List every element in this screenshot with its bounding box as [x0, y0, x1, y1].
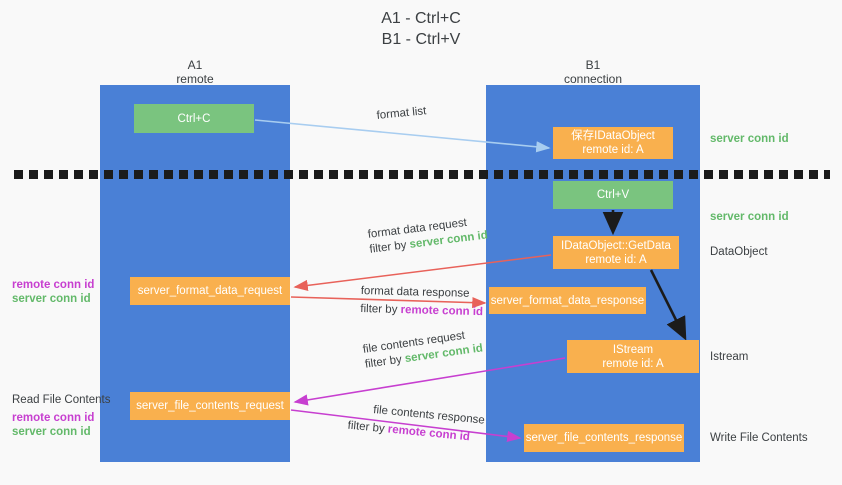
box-istream-line2: remote id: A [602, 357, 664, 370]
left-label-server-conn-id-2: server conn id [12, 426, 91, 438]
box-server-file-contents-response[interactable]: server_file_contents_response [524, 424, 684, 452]
title-line-1: A1 - Ctrl+C [381, 10, 461, 27]
box-istream-line1: IStream [612, 343, 654, 356]
right-label-server-conn-id-second: server conn id [710, 211, 789, 223]
box-idataobject-line2: remote id: A [582, 144, 644, 156]
box-fmt-req-label: server_format_data_request [137, 285, 283, 297]
box-getdata-line1: IDataObject::GetData [561, 239, 671, 252]
caption-fdresp-line1: format data response [360, 284, 470, 300]
caption-fdresp-prefix: filter by [360, 302, 401, 317]
box-server-format-data-request[interactable]: server_format_data_request [130, 277, 290, 305]
left-label-remote-conn-id-1: remote conn id [12, 279, 95, 291]
caption-format-list-text: format list [376, 105, 427, 122]
box-ctrl-v[interactable]: Ctrl+V [553, 181, 673, 209]
page-title: A1 - Ctrl+C B1 - Ctrl+V [0, 8, 842, 50]
box-getdata-line2: remote id: A [585, 253, 647, 266]
caption-fcreq-prefix: filter by [364, 353, 406, 371]
caption-fdreq-prefix: filter by [368, 238, 411, 256]
box-file-req-label: server_file_contents_request [136, 400, 284, 412]
box-ctrl-c[interactable]: Ctrl+C [134, 104, 254, 133]
right-label-dataobject: DataObject [710, 246, 768, 258]
caption-fdresp-value: remote conn id [400, 304, 484, 319]
column-a1-name: A1 [187, 58, 203, 72]
caption-format-data-response: format data response filter by remote co… [360, 284, 484, 320]
box-ctrl-v-line1: Ctrl+V [596, 189, 630, 201]
box-file-resp-label: server_file_contents_response [525, 432, 683, 444]
left-label-read-file-contents: Read File Contents [12, 394, 111, 406]
box-ctrl-c-line1: Ctrl+C [177, 112, 211, 125]
right-label-istream: Istream [710, 351, 749, 363]
box-idataobject-getdata[interactable]: IDataObject::GetData remote id: A [553, 236, 679, 269]
left-label-remote-conn-id-2: remote conn id [12, 412, 95, 424]
column-b1-sub: connection [563, 72, 623, 86]
left-label-group-format: remote conn id server conn id [12, 278, 94, 306]
left-label-server-conn-id-1: server conn id [12, 293, 91, 305]
box-idataobject-line1: 保存IDataObject [571, 130, 655, 142]
box-idataobject[interactable]: 保存IDataObject remote id: A [553, 127, 673, 159]
caption-format-data-request: format data request filter by server con… [367, 214, 489, 258]
caption-fcresp-value: remote conn id [387, 423, 471, 444]
box-server-file-contents-request[interactable]: server_file_contents_request [130, 392, 290, 420]
column-b1-name: B1 [585, 58, 601, 72]
column-header-a1: A1 remote [95, 58, 295, 86]
right-label-write-file-contents: Write File Contents [710, 432, 808, 444]
left-label-group-file: Read File Contents remote conn id server… [12, 393, 110, 439]
box-fmt-resp-label: server_format_data_response [490, 294, 645, 307]
right-label-server-conn-id-top: server conn id [710, 133, 789, 145]
caption-file-contents-request: file contents request filter by server c… [362, 326, 484, 372]
box-istream[interactable]: IStream remote id: A [567, 340, 699, 373]
title-line-2: B1 - Ctrl+V [381, 31, 461, 48]
caption-fcresp-prefix: filter by [347, 419, 389, 436]
box-server-format-data-response[interactable]: server_format_data_response [489, 287, 646, 314]
dashed-divider [14, 170, 830, 179]
caption-format-list: format list [376, 104, 427, 124]
caption-file-contents-response: file contents response filter by remote … [347, 403, 486, 447]
column-header-b1: B1 connection [493, 58, 693, 86]
column-a1-sub: remote [176, 72, 214, 86]
